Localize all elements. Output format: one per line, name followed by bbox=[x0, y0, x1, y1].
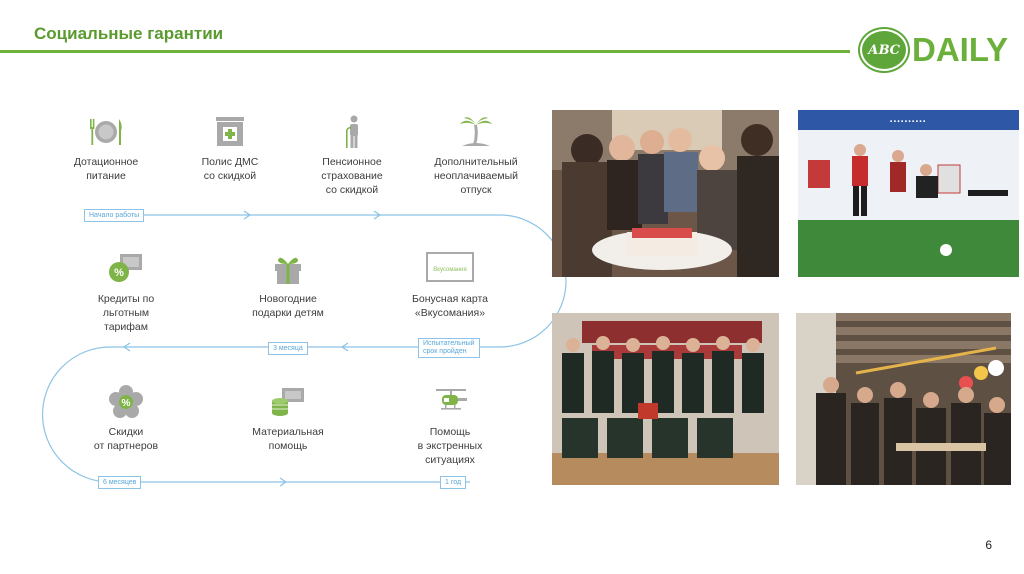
stage-start: Начало работы bbox=[84, 209, 145, 222]
medical-cross-box-icon bbox=[216, 117, 244, 146]
coins-banknote-icon bbox=[272, 388, 304, 416]
arrow-4 bbox=[340, 342, 349, 352]
logo-seal: АВС bbox=[860, 29, 908, 71]
svg-text:%: % bbox=[114, 267, 124, 279]
benefit-meals: Дотационное питание bbox=[46, 115, 166, 183]
stage-six-months: 6 месяцев bbox=[98, 476, 142, 489]
palm-tree-icon bbox=[460, 117, 492, 146]
page-title: Социальные гарантии bbox=[34, 24, 224, 43]
stage-three-months: 3 месяца bbox=[268, 342, 308, 355]
svg-text:··········: ·········· bbox=[890, 116, 927, 128]
benefit-vacation: Дополнительный неоплачиваемый отпуск bbox=[416, 115, 536, 197]
helicopter-icon bbox=[436, 389, 467, 410]
benefit-credits: % Кредиты по льготным тарифам bbox=[66, 252, 186, 334]
photo-birthday-party bbox=[552, 110, 779, 277]
benefit-material-aid: Материальная помощь bbox=[228, 385, 348, 453]
photo-volleyball-team bbox=[552, 313, 779, 485]
fork-plate-knife-icon bbox=[90, 119, 122, 145]
page-number: 6 bbox=[985, 538, 992, 552]
company-logo: АВС DAILY bbox=[860, 29, 1012, 71]
gift-box-icon bbox=[275, 257, 301, 284]
photo-office-celebration bbox=[796, 313, 1011, 485]
discount-card-icon: % bbox=[109, 254, 142, 282]
arrow-5 bbox=[279, 477, 288, 487]
stage-one-year: 1 год bbox=[440, 476, 467, 489]
benefit-partners: % Скидки от партнеров bbox=[66, 385, 186, 453]
arrow-3 bbox=[122, 342, 131, 352]
benefit-pension: Пенсионное страхование со скидкой bbox=[292, 115, 412, 197]
photo-football-match: ·········· bbox=[798, 110, 1019, 277]
logo-wordmark: DAILY bbox=[912, 31, 1008, 68]
benefit-emergency: Помощь в экстренных ситуациях bbox=[390, 385, 510, 467]
arrow-1 bbox=[243, 210, 252, 220]
benefit-bonus-card: Вкусомания Бонусная карта «Вкусомания» bbox=[390, 252, 510, 320]
title-underline bbox=[0, 50, 850, 53]
svg-text:%: % bbox=[122, 398, 131, 409]
bonus-card-icon: Вкусомания bbox=[426, 252, 474, 282]
elderly-person-icon bbox=[346, 115, 358, 148]
stage-probation: Испытательный срок пройден bbox=[418, 338, 480, 358]
benefit-gifts: Новогодние подарки детям bbox=[228, 252, 348, 320]
flower-discount-icon: % bbox=[109, 385, 143, 418]
arrow-2 bbox=[373, 210, 382, 220]
benefit-dms: Полис ДМС со скидкой bbox=[170, 115, 290, 183]
